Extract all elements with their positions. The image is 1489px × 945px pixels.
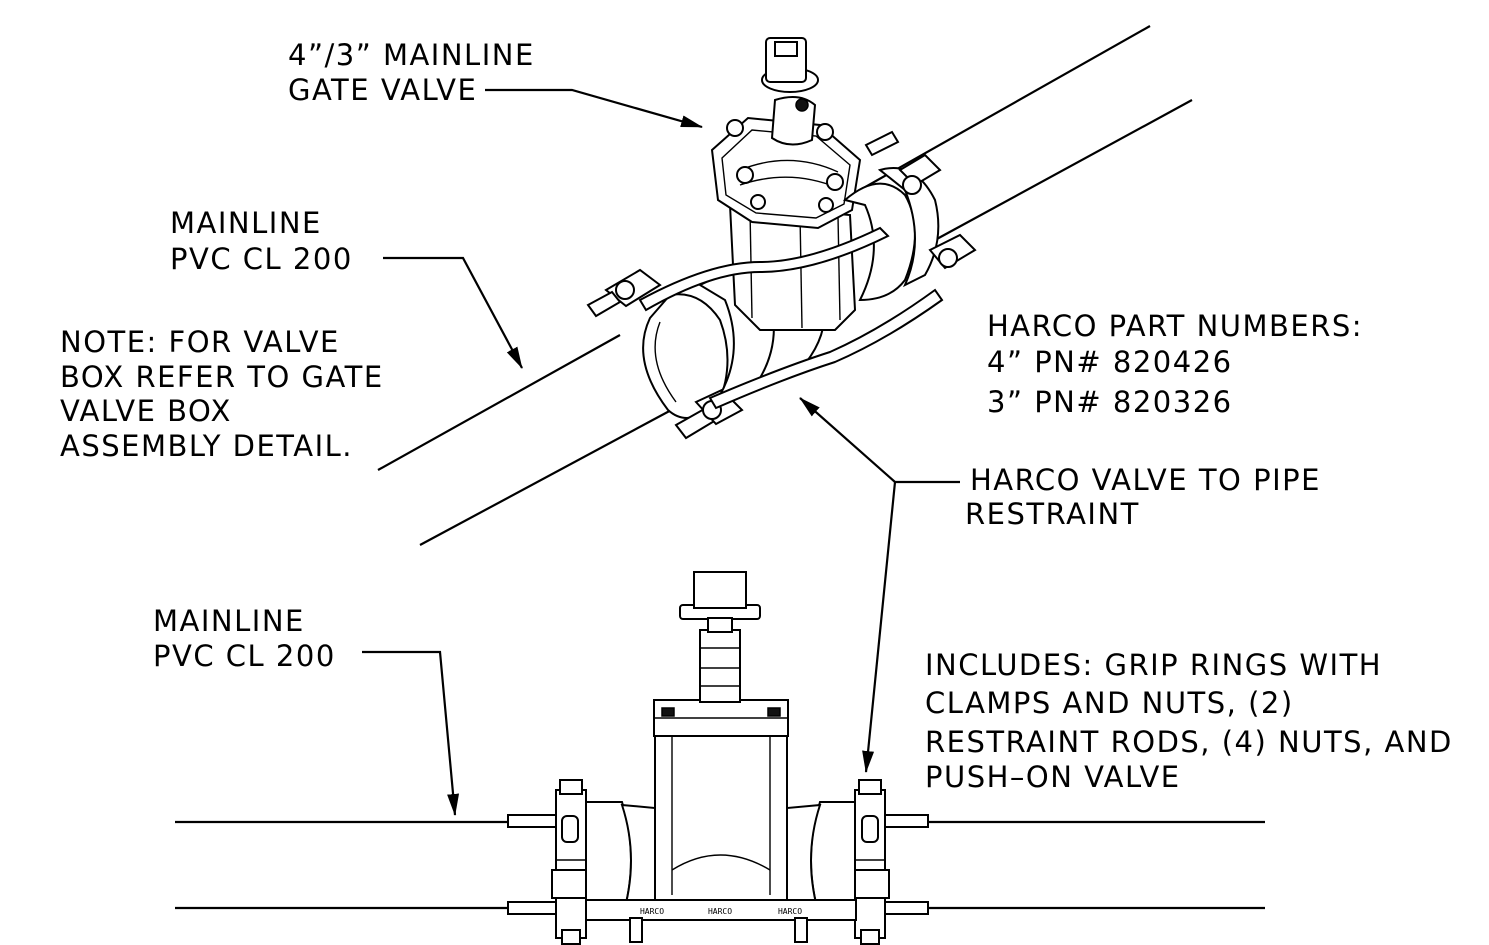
note-line-2: BOX REFER TO GATE bbox=[60, 360, 384, 394]
svg-text:HARCO: HARCO bbox=[640, 907, 664, 916]
elev-rod-markings: HARCO HARCO HARCO bbox=[640, 907, 802, 916]
svg-text:HARCO: HARCO bbox=[708, 907, 732, 916]
part-numbers-line-2: 4” PN# 820426 bbox=[987, 345, 1233, 379]
note-line-1: NOTE: FOR VALVE bbox=[60, 325, 340, 359]
gate-valve-body bbox=[710, 37, 862, 331]
pipe-upper-line-left bbox=[377, 334, 621, 471]
part-numbers-line-3: 3” PN# 820326 bbox=[987, 385, 1233, 419]
includes-line-4: PUSH–ON VALVE bbox=[925, 760, 1181, 794]
elev-right-grip-ring bbox=[850, 779, 890, 945]
restraint-rod-upper bbox=[638, 226, 890, 312]
isometric-view bbox=[377, 25, 1193, 546]
gate-valve-leader bbox=[485, 88, 703, 129]
right-grip-ring bbox=[842, 130, 977, 302]
restraint-label: HARCO VALVE TO PIPE RESTRAINT bbox=[965, 463, 1321, 531]
note-line-4: ASSEMBLY DETAIL. bbox=[60, 429, 353, 463]
restraint-rod-lower bbox=[708, 288, 944, 410]
pipe-lower-line-right bbox=[934, 99, 1193, 241]
mainline-bottom-label-line-1: MAINLINE bbox=[153, 604, 305, 638]
includes-line-1: INCLUDES: GRIP RINGS WITH bbox=[925, 648, 1382, 682]
note-label: NOTE: FOR VALVE BOX REFER TO GATE VALVE … bbox=[60, 325, 384, 463]
mainline-bottom-label: MAINLINE PVC CL 200 bbox=[153, 604, 336, 673]
elevation-view: HARCO HARCO HARCO bbox=[175, 571, 1265, 945]
elev-left-grip-ring bbox=[551, 779, 591, 945]
includes-label: INCLUDES: GRIP RINGS WITH CLAMPS AND NUT… bbox=[925, 648, 1453, 794]
mainline-bottom-leader bbox=[362, 650, 460, 816]
svg-text:HARCO: HARCO bbox=[778, 907, 802, 916]
restraint-label-line-1: HARCO VALVE TO PIPE bbox=[970, 463, 1321, 497]
mainline-bottom-label-line-2: PVC CL 200 bbox=[153, 639, 336, 673]
part-numbers-line-1: HARCO PART NUMBERS: bbox=[987, 309, 1363, 343]
mainline-top-label-line-2: PVC CL 200 bbox=[170, 242, 353, 276]
gate-valve-label: 4”/3” MAINLINE GATE VALVE bbox=[288, 38, 535, 107]
restraint-label-line-2: RESTRAINT bbox=[965, 497, 1140, 531]
gate-valve-label-line-2: GATE VALVE bbox=[288, 73, 477, 107]
restraint-leader-top bbox=[799, 397, 960, 484]
mainline-top-leader bbox=[383, 256, 523, 369]
pipe-lower-line-left bbox=[419, 399, 691, 546]
restraint-leader-bottom bbox=[862, 481, 897, 773]
leader-lines bbox=[362, 88, 960, 816]
includes-line-3: RESTRAINT RODS, (4) NUTS, AND bbox=[925, 725, 1453, 759]
elev-restraint-bar bbox=[585, 899, 857, 921]
pipe-upper-line-right bbox=[859, 25, 1151, 191]
elev-gate-valve-body bbox=[653, 571, 789, 901]
part-numbers-label: HARCO PART NUMBERS: 4” PN# 820426 3” PN#… bbox=[987, 309, 1363, 419]
gate-valve-label-line-1: 4”/3” MAINLINE bbox=[288, 38, 535, 72]
includes-line-2: CLAMPS AND NUTS, (2) bbox=[925, 686, 1294, 720]
mainline-top-label: MAINLINE PVC CL 200 bbox=[170, 206, 353, 276]
mainline-top-label-line-1: MAINLINE bbox=[170, 206, 322, 240]
note-line-3: VALVE BOX bbox=[60, 394, 232, 428]
